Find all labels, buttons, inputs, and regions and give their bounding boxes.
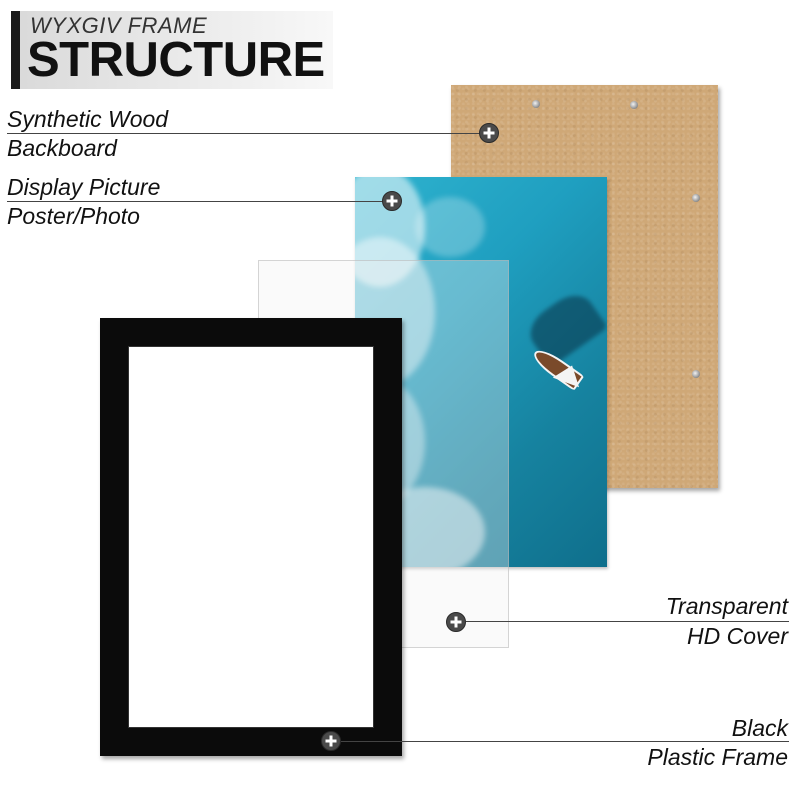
frame-inner-edge bbox=[128, 346, 374, 728]
page-title: STRUCTURE bbox=[27, 36, 325, 85]
plus-circle-icon bbox=[321, 731, 341, 751]
frame-leader-line bbox=[341, 741, 789, 742]
header-accent-bar bbox=[11, 11, 20, 89]
frame-label-line2: Plastic Frame bbox=[647, 746, 788, 769]
frame-label-line1: Black bbox=[732, 717, 788, 740]
screw-icon bbox=[630, 101, 638, 109]
plus-circle-icon bbox=[382, 191, 402, 211]
screw-icon bbox=[692, 370, 700, 378]
cover-label-line1: Transparent bbox=[666, 595, 788, 618]
screw-icon bbox=[532, 100, 540, 108]
sail-icon bbox=[553, 361, 585, 387]
screw-icon bbox=[692, 194, 700, 202]
picture-label-line1: Display Picture bbox=[7, 176, 160, 199]
backboard-leader-line bbox=[7, 133, 480, 134]
backboard-label-line2: Backboard bbox=[7, 137, 117, 160]
backboard-label-line1: Synthetic Wood bbox=[7, 108, 168, 131]
cover-label-line2: HD Cover bbox=[687, 625, 788, 648]
picture-label-line2: Poster/Photo bbox=[7, 205, 140, 228]
cover-leader-line bbox=[466, 621, 789, 622]
plus-circle-icon bbox=[446, 612, 466, 632]
plus-circle-icon bbox=[479, 123, 499, 143]
picture-leader-line bbox=[7, 201, 383, 202]
